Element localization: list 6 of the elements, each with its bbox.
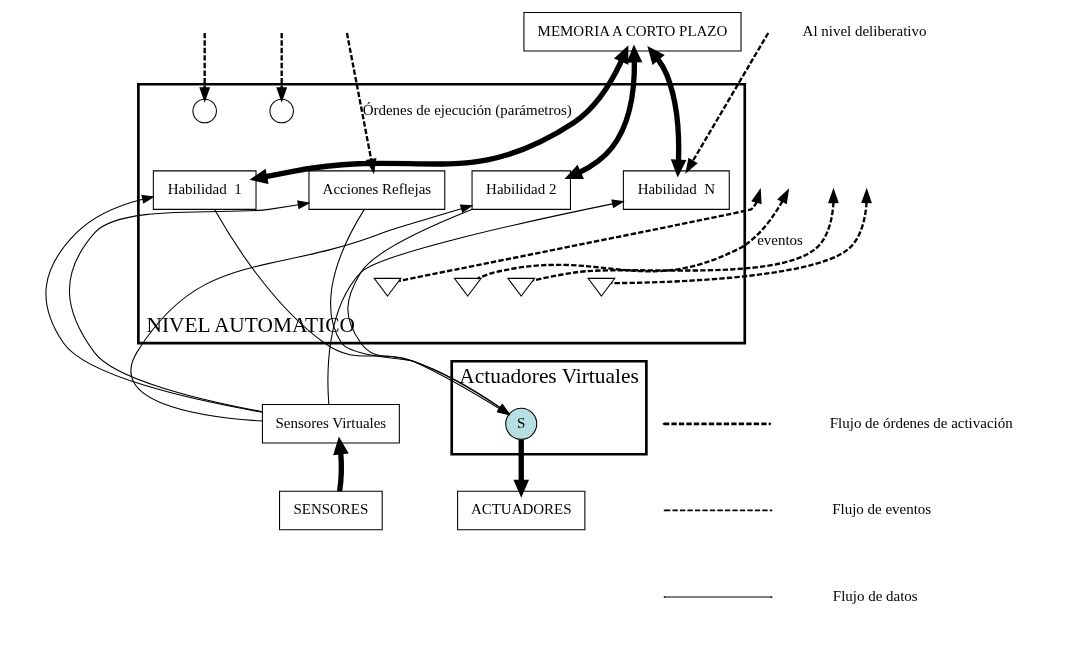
legend-label: Flujo de eventos [832, 501, 932, 518]
edge-label: eventos [757, 231, 803, 248]
label: Al nivel deliberativo [802, 22, 927, 39]
legend-label: Flujo de datos [832, 588, 918, 605]
legend-label: Flujo de órdenes de activación [829, 414, 1013, 431]
edge-label: Órdenes de ejecución (parámetros) [362, 101, 572, 118]
